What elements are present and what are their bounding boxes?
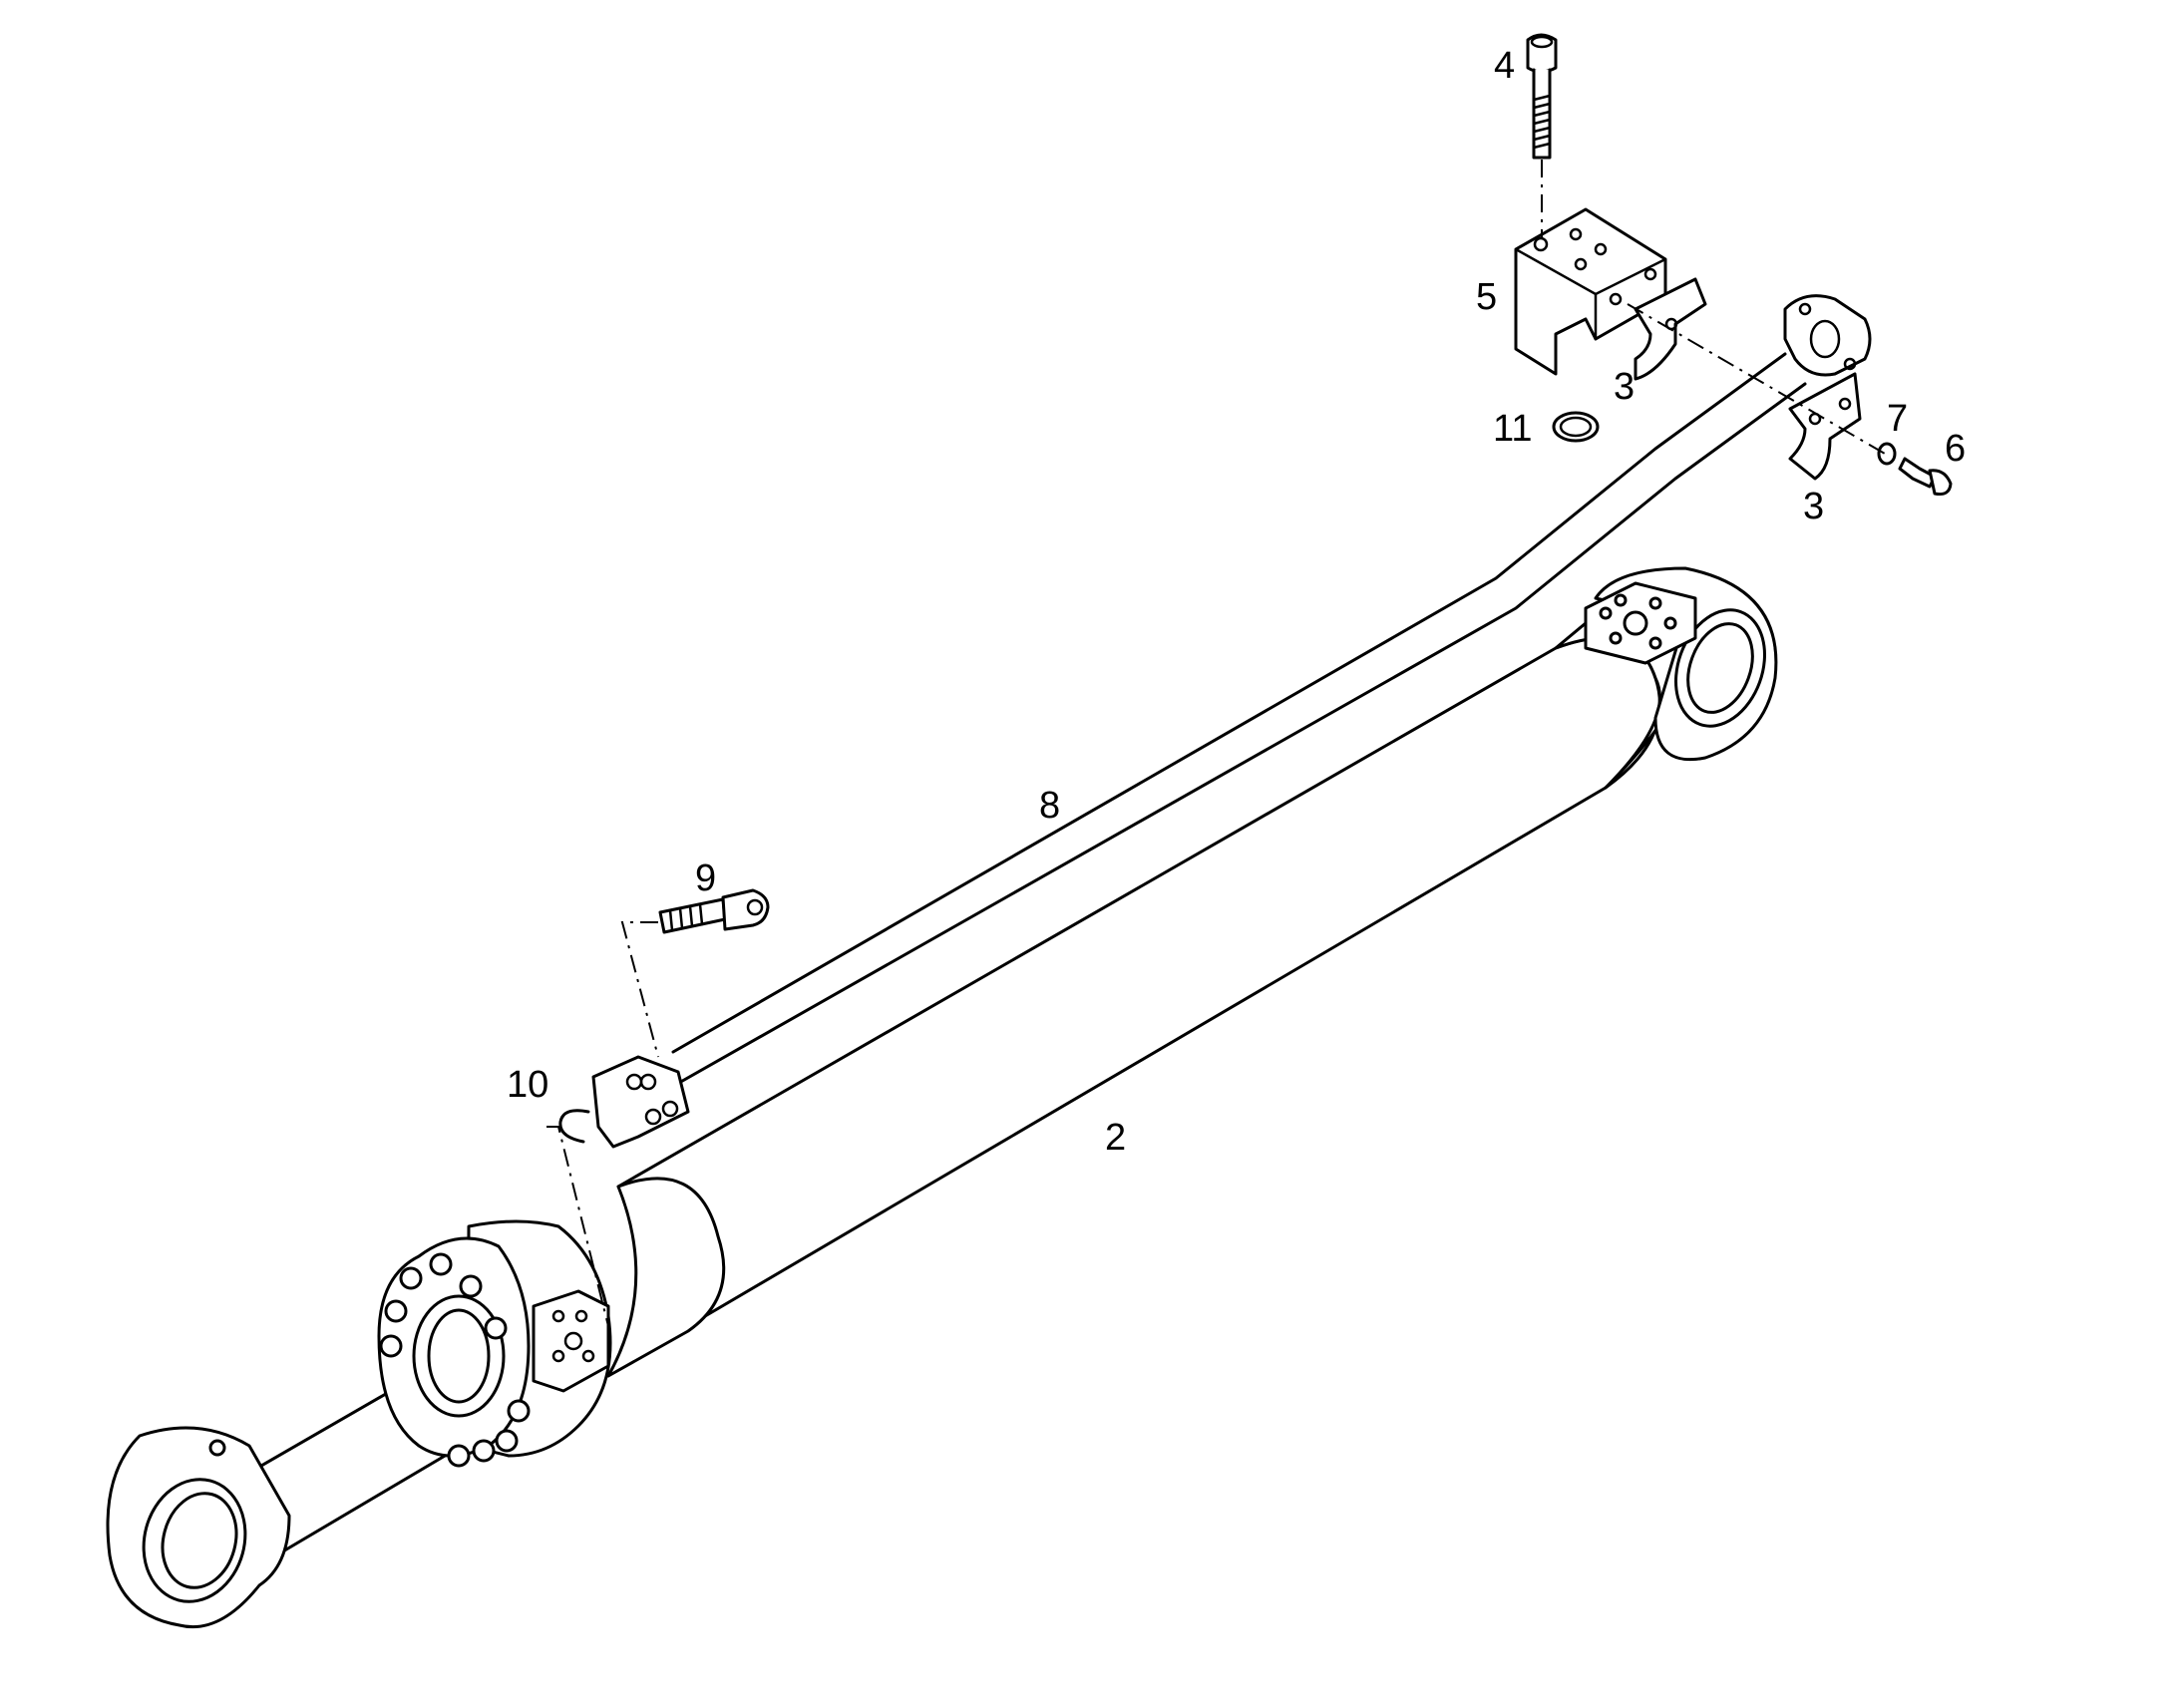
callouts: 4 5 3 11 7 6 3 8 9 10 2 — [507, 45, 1966, 1159]
tube-flange-rear — [1783, 294, 1872, 377]
cylinder-head — [377, 1219, 612, 1468]
callout-11: 11 — [1493, 408, 1532, 450]
bolt-4 — [1526, 33, 1558, 160]
callout-3-upper: 3 — [1614, 366, 1635, 408]
callout-9: 9 — [695, 857, 716, 899]
callout-6: 6 — [1945, 428, 1966, 470]
callout-2: 2 — [1105, 1117, 1126, 1159]
callout-10: 10 — [507, 1064, 548, 1106]
screw-6 — [1898, 457, 1953, 496]
rear-clevis-eye — [1584, 566, 1778, 762]
cylinder-barrel — [606, 585, 1697, 1378]
callout-4: 4 — [1494, 45, 1515, 87]
assembly-lines — [546, 160, 1886, 1327]
callout-7: 7 — [1887, 398, 1908, 440]
callout-5: 5 — [1476, 276, 1497, 318]
bolt-9 — [658, 888, 770, 934]
valve-block — [1514, 207, 1667, 376]
callout-3-lower: 3 — [1803, 486, 1824, 527]
washer — [1877, 442, 1897, 466]
rod-end-eye — [106, 1426, 291, 1629]
tube-flange-front — [591, 1055, 690, 1149]
callout-8: 8 — [1039, 785, 1060, 827]
snap-ring — [558, 1109, 590, 1144]
clamp-bracket-lower — [1788, 372, 1862, 481]
o-ring — [1552, 411, 1600, 443]
hydraulic-tube — [661, 352, 1807, 1094]
